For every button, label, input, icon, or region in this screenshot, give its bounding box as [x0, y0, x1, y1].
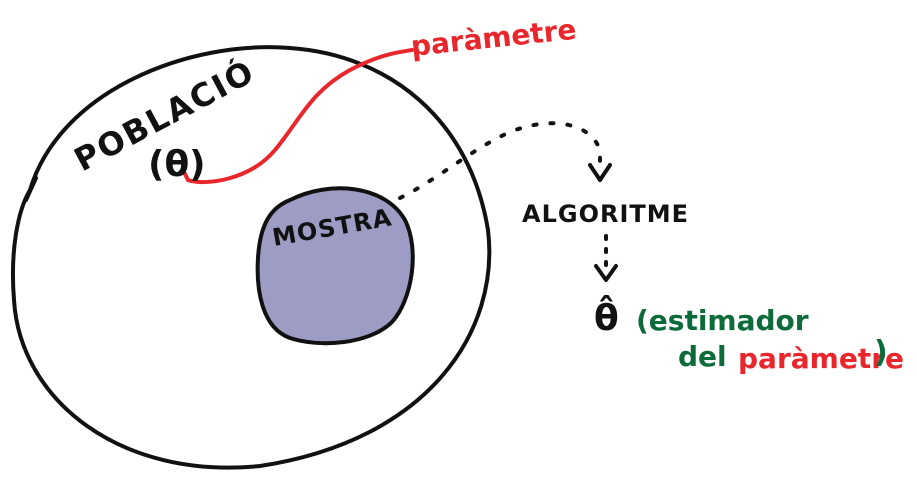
- algorithm-label: ALGORITME: [522, 200, 689, 228]
- population-outline: [10, 45, 492, 470]
- theta-label: (θ): [148, 144, 206, 185]
- estimator-open-label: (estimador: [636, 304, 809, 337]
- parameter-label-top: paràmetre: [409, 13, 578, 63]
- estimator-parameter-label: paràmetre: [738, 342, 904, 375]
- sample-blob: [255, 186, 415, 346]
- population-outline-tick: [24, 176, 38, 202]
- dotted-connector: [398, 121, 602, 200]
- algorithm-to-estimate-arrowhead: [594, 264, 618, 282]
- parameter-pointer-hook: [182, 170, 190, 182]
- theta-hat-label: θ̂: [594, 294, 619, 339]
- dotted-connector-arrowhead: [588, 163, 612, 182]
- estimator-del-label: del: [678, 340, 727, 373]
- parameter-pointer-line: [186, 48, 414, 185]
- estimator-close-label: ): [874, 335, 888, 370]
